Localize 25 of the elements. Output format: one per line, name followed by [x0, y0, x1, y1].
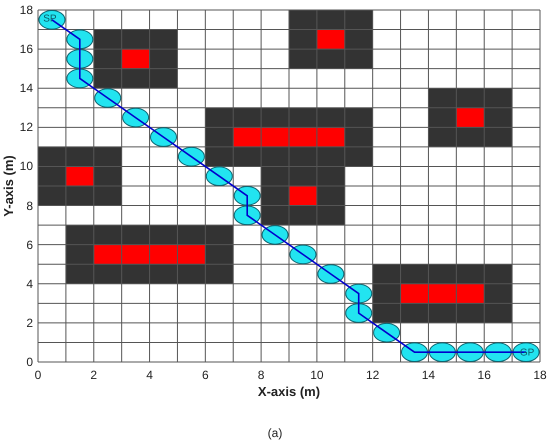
tick-label: 12: [366, 368, 380, 382]
tick-label: 10: [20, 159, 33, 174]
tick-label: 16: [478, 368, 491, 382]
tick-label: 14: [422, 368, 436, 382]
axis-title: Y-axis (m): [1, 155, 16, 217]
tick-label: 8: [258, 368, 264, 382]
tick-label: 16: [20, 42, 33, 56]
tick-label: 6: [26, 238, 33, 252]
tick-label: 2: [26, 316, 33, 330]
tick-label: 8: [26, 198, 33, 213]
tick-label: 10: [310, 368, 324, 382]
axis-title: X-axis (m): [258, 384, 320, 399]
caption: (a): [268, 426, 282, 440]
tick-label: 14: [20, 81, 33, 96]
tick-label: 18: [533, 368, 547, 382]
tick-label: 4: [146, 368, 153, 382]
tick-label: 0: [34, 368, 42, 382]
tick-label: 6: [202, 368, 209, 382]
point-label: SP: [43, 13, 57, 24]
tick-label: 18: [20, 3, 33, 17]
point-label: GP: [520, 348, 534, 359]
tick-label: 2: [90, 368, 98, 382]
tick-label: 12: [20, 120, 33, 134]
tick-label: 0: [26, 355, 33, 369]
tick-label: 4: [26, 276, 33, 291]
